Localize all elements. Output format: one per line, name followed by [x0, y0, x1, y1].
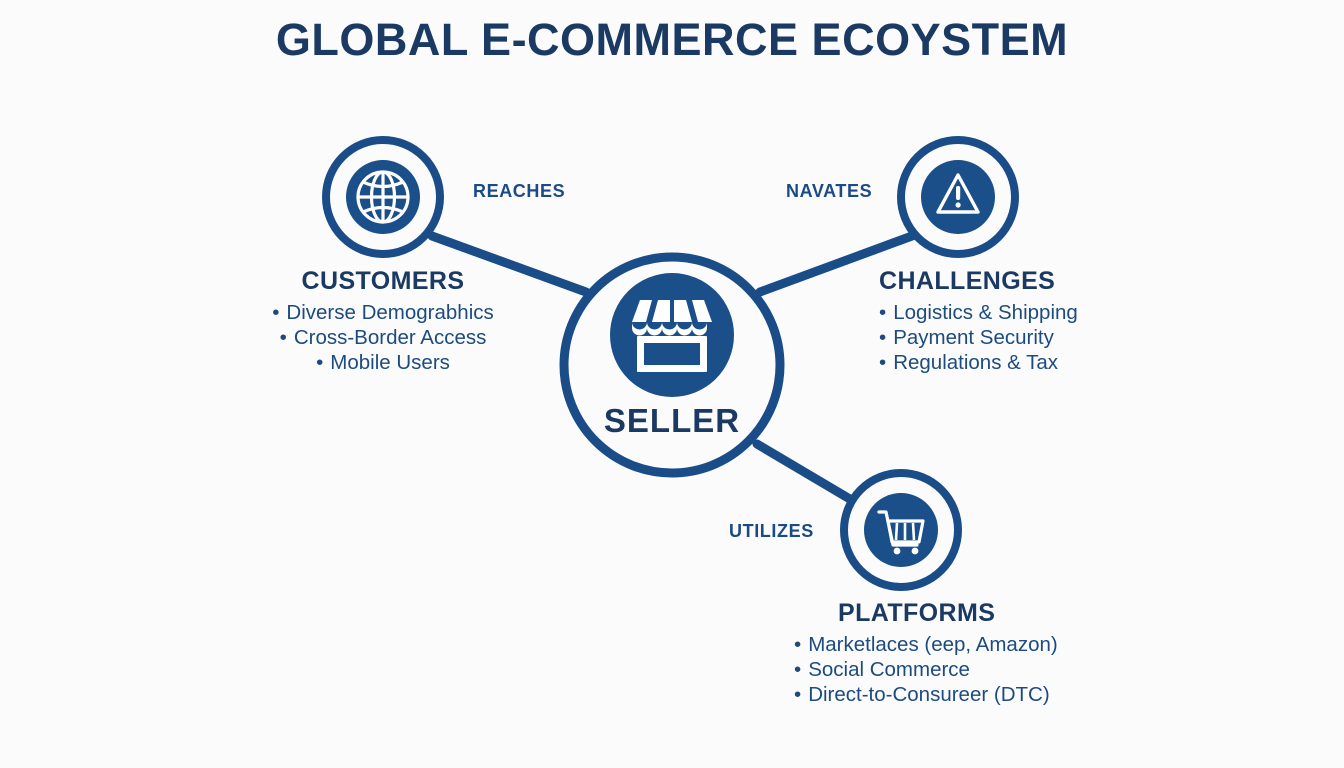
platforms-text-block: PLATFORMS • Marketlaces (eep, Amazon) • So… [794, 599, 1154, 708]
list-item: • Social Commerce [794, 658, 1154, 682]
edge-line-navates [755, 231, 917, 297]
node-seller[interactable] [559, 252, 785, 478]
platforms-bullet-list: • Marketlaces (eep, Amazon) • Social Comme… [794, 633, 1154, 707]
node-customers[interactable] [322, 136, 444, 258]
list-item-label: Direct-to-Consureer (DTC) [808, 683, 1050, 706]
seller-label: SELLER [603, 402, 741, 439]
customers-bullet-list: •Diverse Demograbhics •Cross-Border Acce… [233, 301, 533, 375]
page-title: GLOBAL E-COMMERCE ECOYSTEM [275, 14, 1069, 65]
customers-text-block: CUSTOMERS •Diverse Demograbhics •Cross-B… [233, 267, 533, 376]
list-item-label: Marketlaces (eep, Amazon) [808, 633, 1058, 656]
bullet-dot: • [794, 633, 802, 656]
bullet-dot: • [272, 301, 280, 324]
list-item-label: Social Commerce [808, 658, 970, 681]
challenges-heading: CHALLENGES [879, 267, 1056, 295]
edge-line-reaches [427, 231, 591, 297]
list-item: • Mobile Users [233, 351, 533, 375]
list-item: • Direct-to-Consureer (DTC) [794, 683, 1154, 707]
list-item-label: Payment Security [893, 326, 1054, 349]
platforms-icon-disc [864, 493, 938, 567]
edge-label-reaches: REACHES [473, 181, 566, 201]
bullet-dot: • [794, 683, 802, 706]
bullet-dot: • [316, 351, 324, 374]
bullet-dot: • [279, 326, 287, 349]
bullet-dot: • [879, 301, 887, 324]
customers-heading: CUSTOMERS [301, 267, 465, 295]
challenges-text-block: CHALLENGES • Logistics & Shipping • Paymen… [879, 267, 1209, 376]
list-item-label: Mobile Users [330, 351, 450, 374]
list-item-label: Diverse Demograbhics [286, 301, 494, 324]
edge-label-navates: NAVATES [786, 181, 873, 201]
list-item: • Regulations & Tax [879, 351, 1209, 375]
list-item: • Cross-Border Access [233, 326, 533, 350]
bullet-dot: • [879, 351, 887, 374]
list-item: • Logistics & Shipping [879, 301, 1209, 325]
list-item: • Diverse Demograbhics [233, 301, 533, 325]
edge-label-utilizes: UTILIZES [729, 521, 814, 541]
node-challenges[interactable] [897, 136, 1019, 258]
bullet-dot: • [794, 658, 802, 681]
challenges-bullet-list: •Logistics & Shipping •Payment Security … [879, 301, 1209, 375]
list-item: • Marketlaces (eep, Amazon) [794, 633, 1154, 657]
bullet-dot: • [879, 326, 887, 349]
list-item-label: Cross-Border Access [293, 326, 487, 349]
storefront-counter-inner [644, 343, 700, 365]
list-item: • Payment Security [879, 326, 1209, 350]
edge-line-utilizes [752, 439, 865, 510]
shopping-cart-icon [877, 510, 925, 555]
node-platforms[interactable] [840, 469, 962, 591]
warning-triangle-icon [936, 173, 980, 214]
platforms-heading: PLATFORMS [838, 599, 996, 627]
list-item-label: Regulations & Tax [893, 351, 1059, 374]
globe-icon [356, 170, 410, 224]
list-item-label: Logistics & Shipping [893, 301, 1078, 324]
